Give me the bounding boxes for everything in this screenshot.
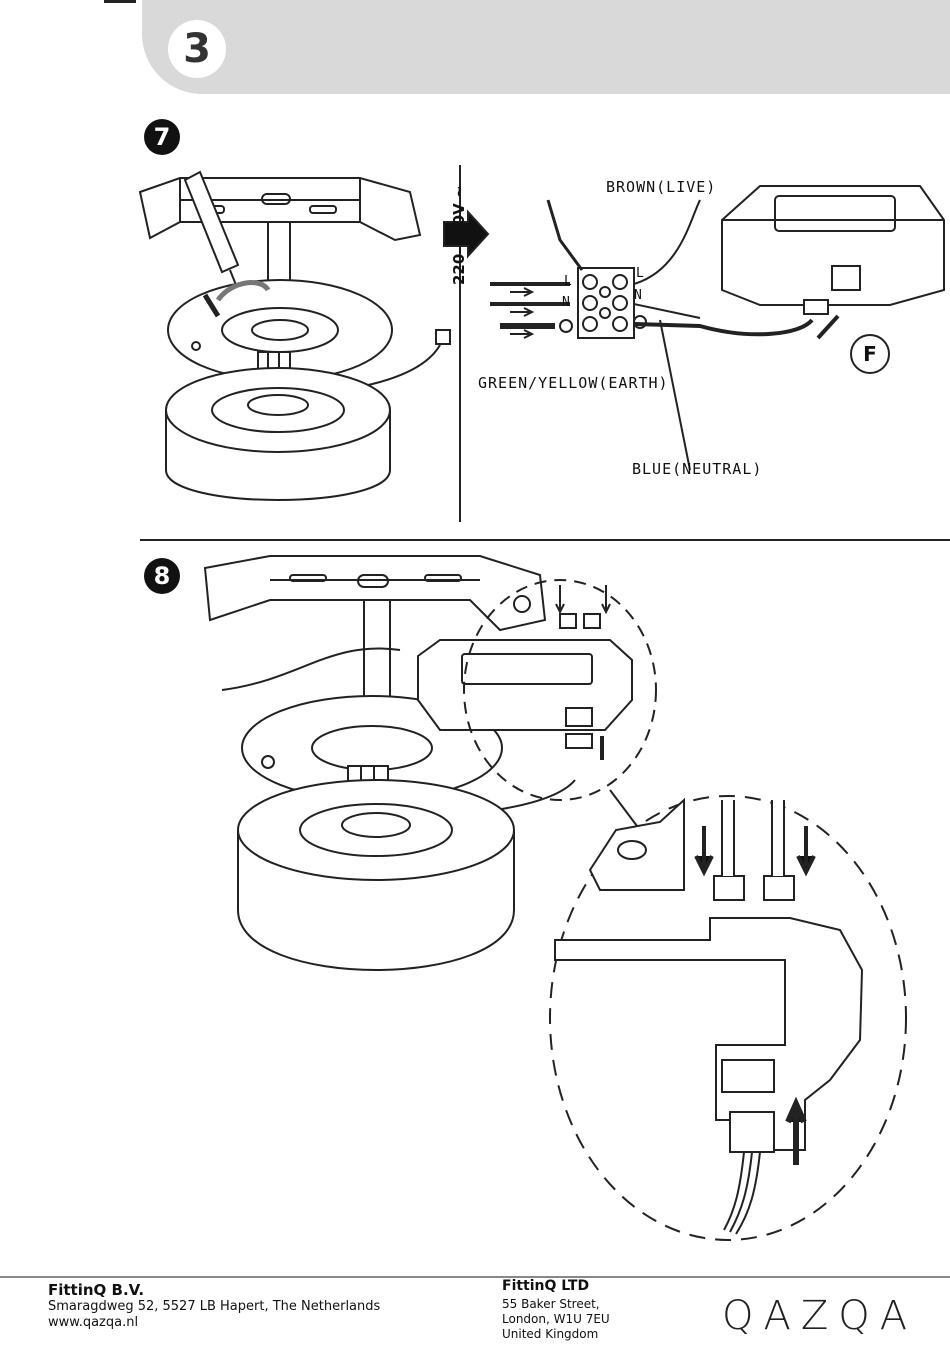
test-screwdriver [548,200,582,270]
fan-motor-7 [166,368,390,500]
footer-nl-web: www.qazqa.nl [48,1315,138,1330]
footer-nl-address: Smaragdweg 52, 5527 LB Hapert, The Nethe… [48,1299,380,1314]
footer-uk-address-3: United Kingdom [502,1327,598,1342]
label-brown-live: BROWN(LIVE) [606,178,716,196]
terminal-l-out: L [636,266,645,281]
plug-arrow-2 [602,585,610,612]
label-blue-neutral: BLUE(NEUTRAL) [632,460,762,478]
terminal-n-out: N [634,288,643,303]
label-green-yellow-earth: GREEN/YELLOW(EARTH) [478,374,669,392]
footer-uk-address-1: 55 Baker Street, [502,1297,600,1312]
footer-uk-address-2: London, W1U 7EU [502,1312,610,1327]
insert-arrow [818,316,838,338]
step-8-badge: 8 [144,558,180,594]
terminal-l-in: L [564,274,573,289]
plug-7 [436,330,450,344]
fan-motor-8 [238,780,514,970]
step-7-badge: 7 [144,119,180,155]
brand-logo: QAZQA [722,1293,917,1339]
terminal-n-in: N [562,295,571,310]
wiring-terminal-block [578,268,634,338]
callout-leader [610,790,640,830]
plug-arrow-1 [556,585,564,612]
connector-label-f: F [850,334,890,374]
footer-divider [0,1276,950,1278]
detail-driver [555,918,862,1234]
detail-bracket [590,800,684,890]
detail-connectors [696,800,814,900]
led-driver-box [722,186,944,314]
input-wires [490,284,572,338]
voltage-label: 220–240V ~ [450,185,468,285]
footer-uk-company: FittinQ LTD [502,1278,589,1294]
footer-nl-company: FittinQ B.V. [48,1281,144,1299]
